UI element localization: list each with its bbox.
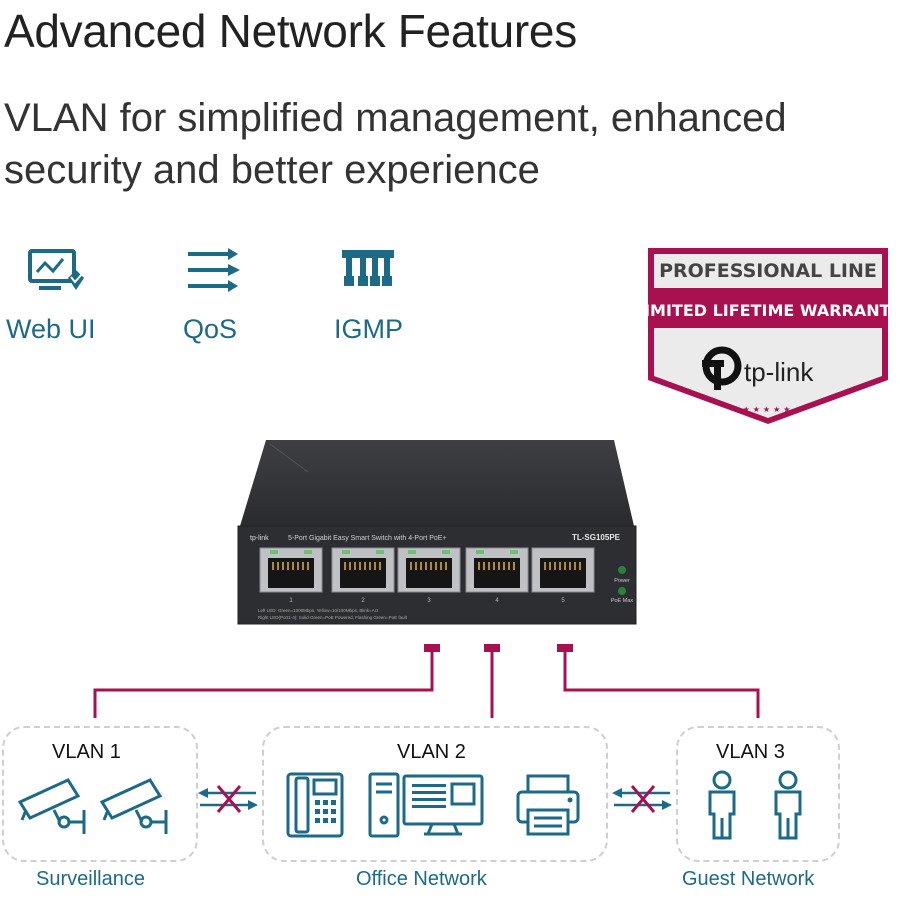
group-label-guest: Guest Network — [682, 868, 815, 890]
port-link-marker — [424, 644, 440, 652]
port-link-marker — [484, 644, 500, 652]
vlan-3-label: VLAN 3 — [716, 741, 785, 763]
camera-icon — [17, 778, 168, 834]
network-switch: tp-link 5-Port Gigabit Easy Smart Switch… — [237, 440, 637, 625]
badge-brand: tp-link — [744, 357, 814, 387]
vlan-1-group — [2, 726, 198, 862]
port-number: 3 — [427, 598, 431, 604]
ethernet-port: 2 — [331, 547, 395, 604]
port-number: 2 — [361, 598, 365, 604]
printer-icon — [516, 774, 580, 836]
vlan-2-label: VLAN 2 — [397, 741, 466, 763]
blocked-link-icon — [612, 785, 672, 813]
badge-line-1: PROFESSIONAL LINE — [659, 260, 877, 282]
blocked-link-icon — [198, 785, 258, 813]
port-number: 1 — [289, 598, 293, 604]
computer-icon — [368, 772, 484, 838]
led-note-2: Right LED(Port1-4): Solid Green=PoE Powe… — [258, 615, 408, 620]
ethernet-port: 5 — [531, 547, 595, 604]
group-label-surveillance: Surveillance — [36, 868, 145, 890]
group-label-office: Office Network — [356, 868, 487, 890]
web-ui-icon — [28, 249, 84, 290]
feature-label-qos: QoS — [183, 314, 238, 344]
badge-ribbon — [654, 288, 882, 328]
tp-link-logo — [702, 346, 742, 390]
vlan-2-group — [262, 726, 608, 862]
subtitle-line-1: VLAN for simplified management, enhanced — [4, 96, 787, 140]
ethernet-port: 1 — [259, 547, 323, 604]
switch-brand: tp-link — [250, 535, 269, 542]
poe-max-led — [618, 587, 626, 595]
vlan-3-group — [676, 726, 840, 862]
port-link-marker — [557, 644, 573, 652]
page-title: Advanced Network Features — [4, 5, 577, 57]
ethernet-port: 4 — [465, 547, 529, 604]
badge-line-2: LIMITED LIFETIME WARRANTY — [644, 301, 892, 320]
feature-label-web-ui: Web UI — [6, 314, 96, 344]
user-icon — [708, 770, 802, 840]
subtitle-line-2: security and better experience — [4, 148, 540, 192]
switch-description: 5-Port Gigabit Easy Smart Switch with 4-… — [288, 535, 447, 542]
power-led — [618, 566, 626, 574]
power-label: Power — [614, 578, 630, 584]
vlan-link-lines — [93, 644, 760, 718]
warranty-badge: PROFESSIONAL LINE LIMITED LIFETIME WARRA… — [644, 248, 892, 424]
igmp-icon — [342, 250, 394, 286]
led-note-1: Left LED: Green=1000Mbps, Yellow=10/100M… — [258, 608, 379, 613]
switch-model: TL-SG105PE — [572, 533, 621, 542]
qos-icon — [188, 248, 240, 292]
ethernet-port: 3 — [397, 547, 461, 604]
vlan-1-label: VLAN 1 — [52, 741, 121, 763]
badge-stars: ★★★★★ — [743, 405, 794, 414]
port-number: 4 — [495, 598, 499, 604]
feature-label-igmp: IGMP — [334, 314, 404, 344]
poe-max-label: PoE Max — [611, 598, 634, 604]
ip-phone-icon — [286, 772, 344, 838]
port-number: 5 — [561, 598, 565, 604]
